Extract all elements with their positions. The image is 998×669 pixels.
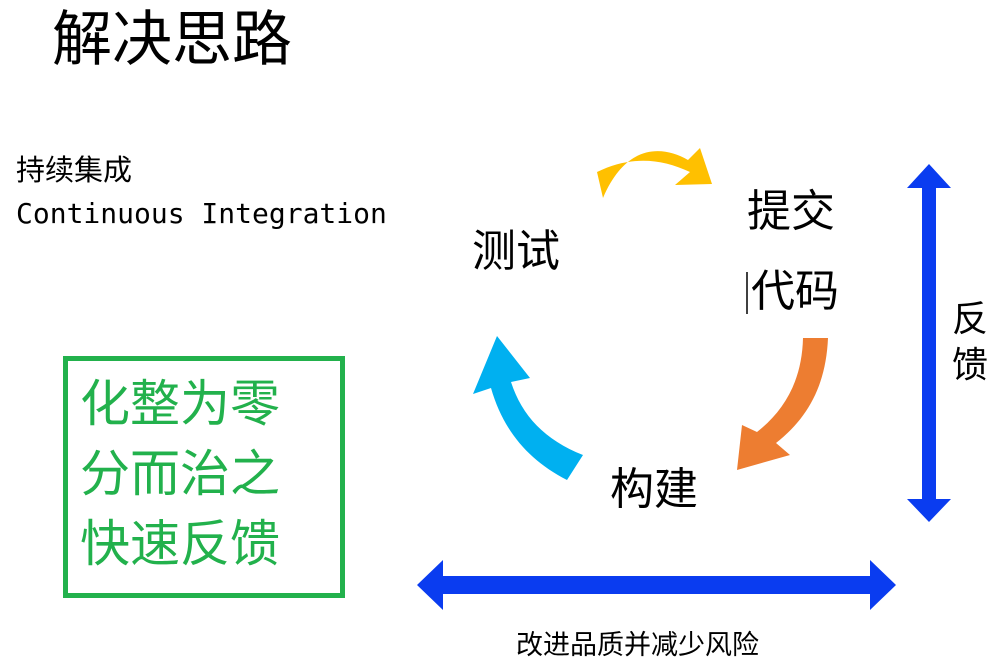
summary-line-1: 化整为零: [80, 375, 280, 433]
arrow-test-to-commit: [597, 148, 712, 198]
feedback-double-arrow: [907, 164, 951, 522]
node-commit-line-1: 提交: [747, 186, 835, 237]
node-test: 测试: [472, 226, 560, 277]
ci-chinese-label: 持续集成: [16, 153, 133, 187]
arrow-build-to-test: [473, 336, 583, 480]
node-build: 构建: [610, 464, 698, 515]
summary-line-3: 快速反馈: [80, 515, 280, 573]
feedback-label-2: 馈: [952, 345, 989, 386]
quality-caption: 改进品质并减少风险: [516, 630, 759, 661]
arrow-commit-to-build: [737, 338, 828, 470]
node-commit-line-2: 代码: [751, 266, 839, 317]
feedback-label-1: 反: [952, 299, 989, 340]
ci-english-label: Continuous Integration: [16, 197, 387, 230]
page-title: 解决思路: [52, 5, 292, 75]
summary-box: [63, 356, 345, 598]
summary-line-2: 分而治之: [80, 445, 280, 503]
quality-double-arrow: [417, 560, 896, 610]
